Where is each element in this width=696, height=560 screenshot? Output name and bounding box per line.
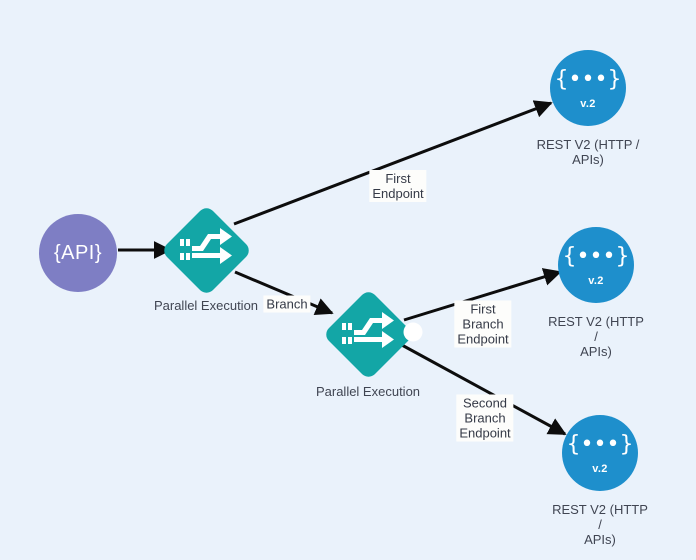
node-label-rest-v2-3: REST V2 (HTTP / APIs): [552, 502, 648, 547]
node-label-parallel-execution-1: Parallel Execution: [153, 298, 259, 313]
edge-parallel1-to-rest1[interactable]: [233, 100, 553, 226]
node-label-rest-v2-2: REST V2 (HTTP / APIs): [548, 314, 644, 359]
edge-label-first-endpoint[interactable]: First Endpoint: [369, 170, 427, 202]
parallel-arrows-icon: [342, 312, 394, 348]
edge-label-second-branch-endpoint[interactable]: Second Branch Endpoint: [456, 394, 514, 442]
edge-parallel2-to-rest2[interactable]: [403, 268, 562, 322]
rest-version-badge: v.2: [592, 462, 608, 475]
edge-parallel1-to-parallel2[interactable]: [234, 270, 334, 315]
edge-parallel2-to-rest3[interactable]: [399, 342, 567, 436]
api-glyph: {API}: [53, 241, 103, 264]
node-parallel-execution-1[interactable]: [160, 204, 252, 296]
node-parallel-execution-2[interactable]: [322, 288, 414, 380]
node-api[interactable]: {API}: [39, 214, 117, 292]
node-rest-v2-2[interactable]: {•••} v.2: [558, 227, 634, 303]
parallel-arrows-icon: [180, 228, 232, 264]
node-rest-v2-1[interactable]: {•••} v.2: [550, 50, 626, 126]
connection-handle-parallel-execution-2[interactable]: [403, 322, 423, 342]
edge-label-first-branch-endpoint[interactable]: First Branch Endpoint: [454, 300, 512, 348]
edge-label-branch[interactable]: Branch: [263, 295, 311, 313]
rest-braces-icon: {•••}: [566, 431, 634, 457]
node-label-rest-v2-1: REST V2 (HTTP / APIs): [536, 137, 640, 167]
node-rest-v2-3[interactable]: {•••} v.2: [562, 415, 638, 491]
rest-braces-icon: {•••}: [562, 243, 630, 269]
rest-version-badge: v.2: [580, 97, 596, 110]
node-label-parallel-execution-2: Parallel Execution: [315, 384, 421, 399]
rest-braces-icon: {•••}: [554, 66, 622, 92]
rest-version-badge: v.2: [588, 274, 604, 287]
